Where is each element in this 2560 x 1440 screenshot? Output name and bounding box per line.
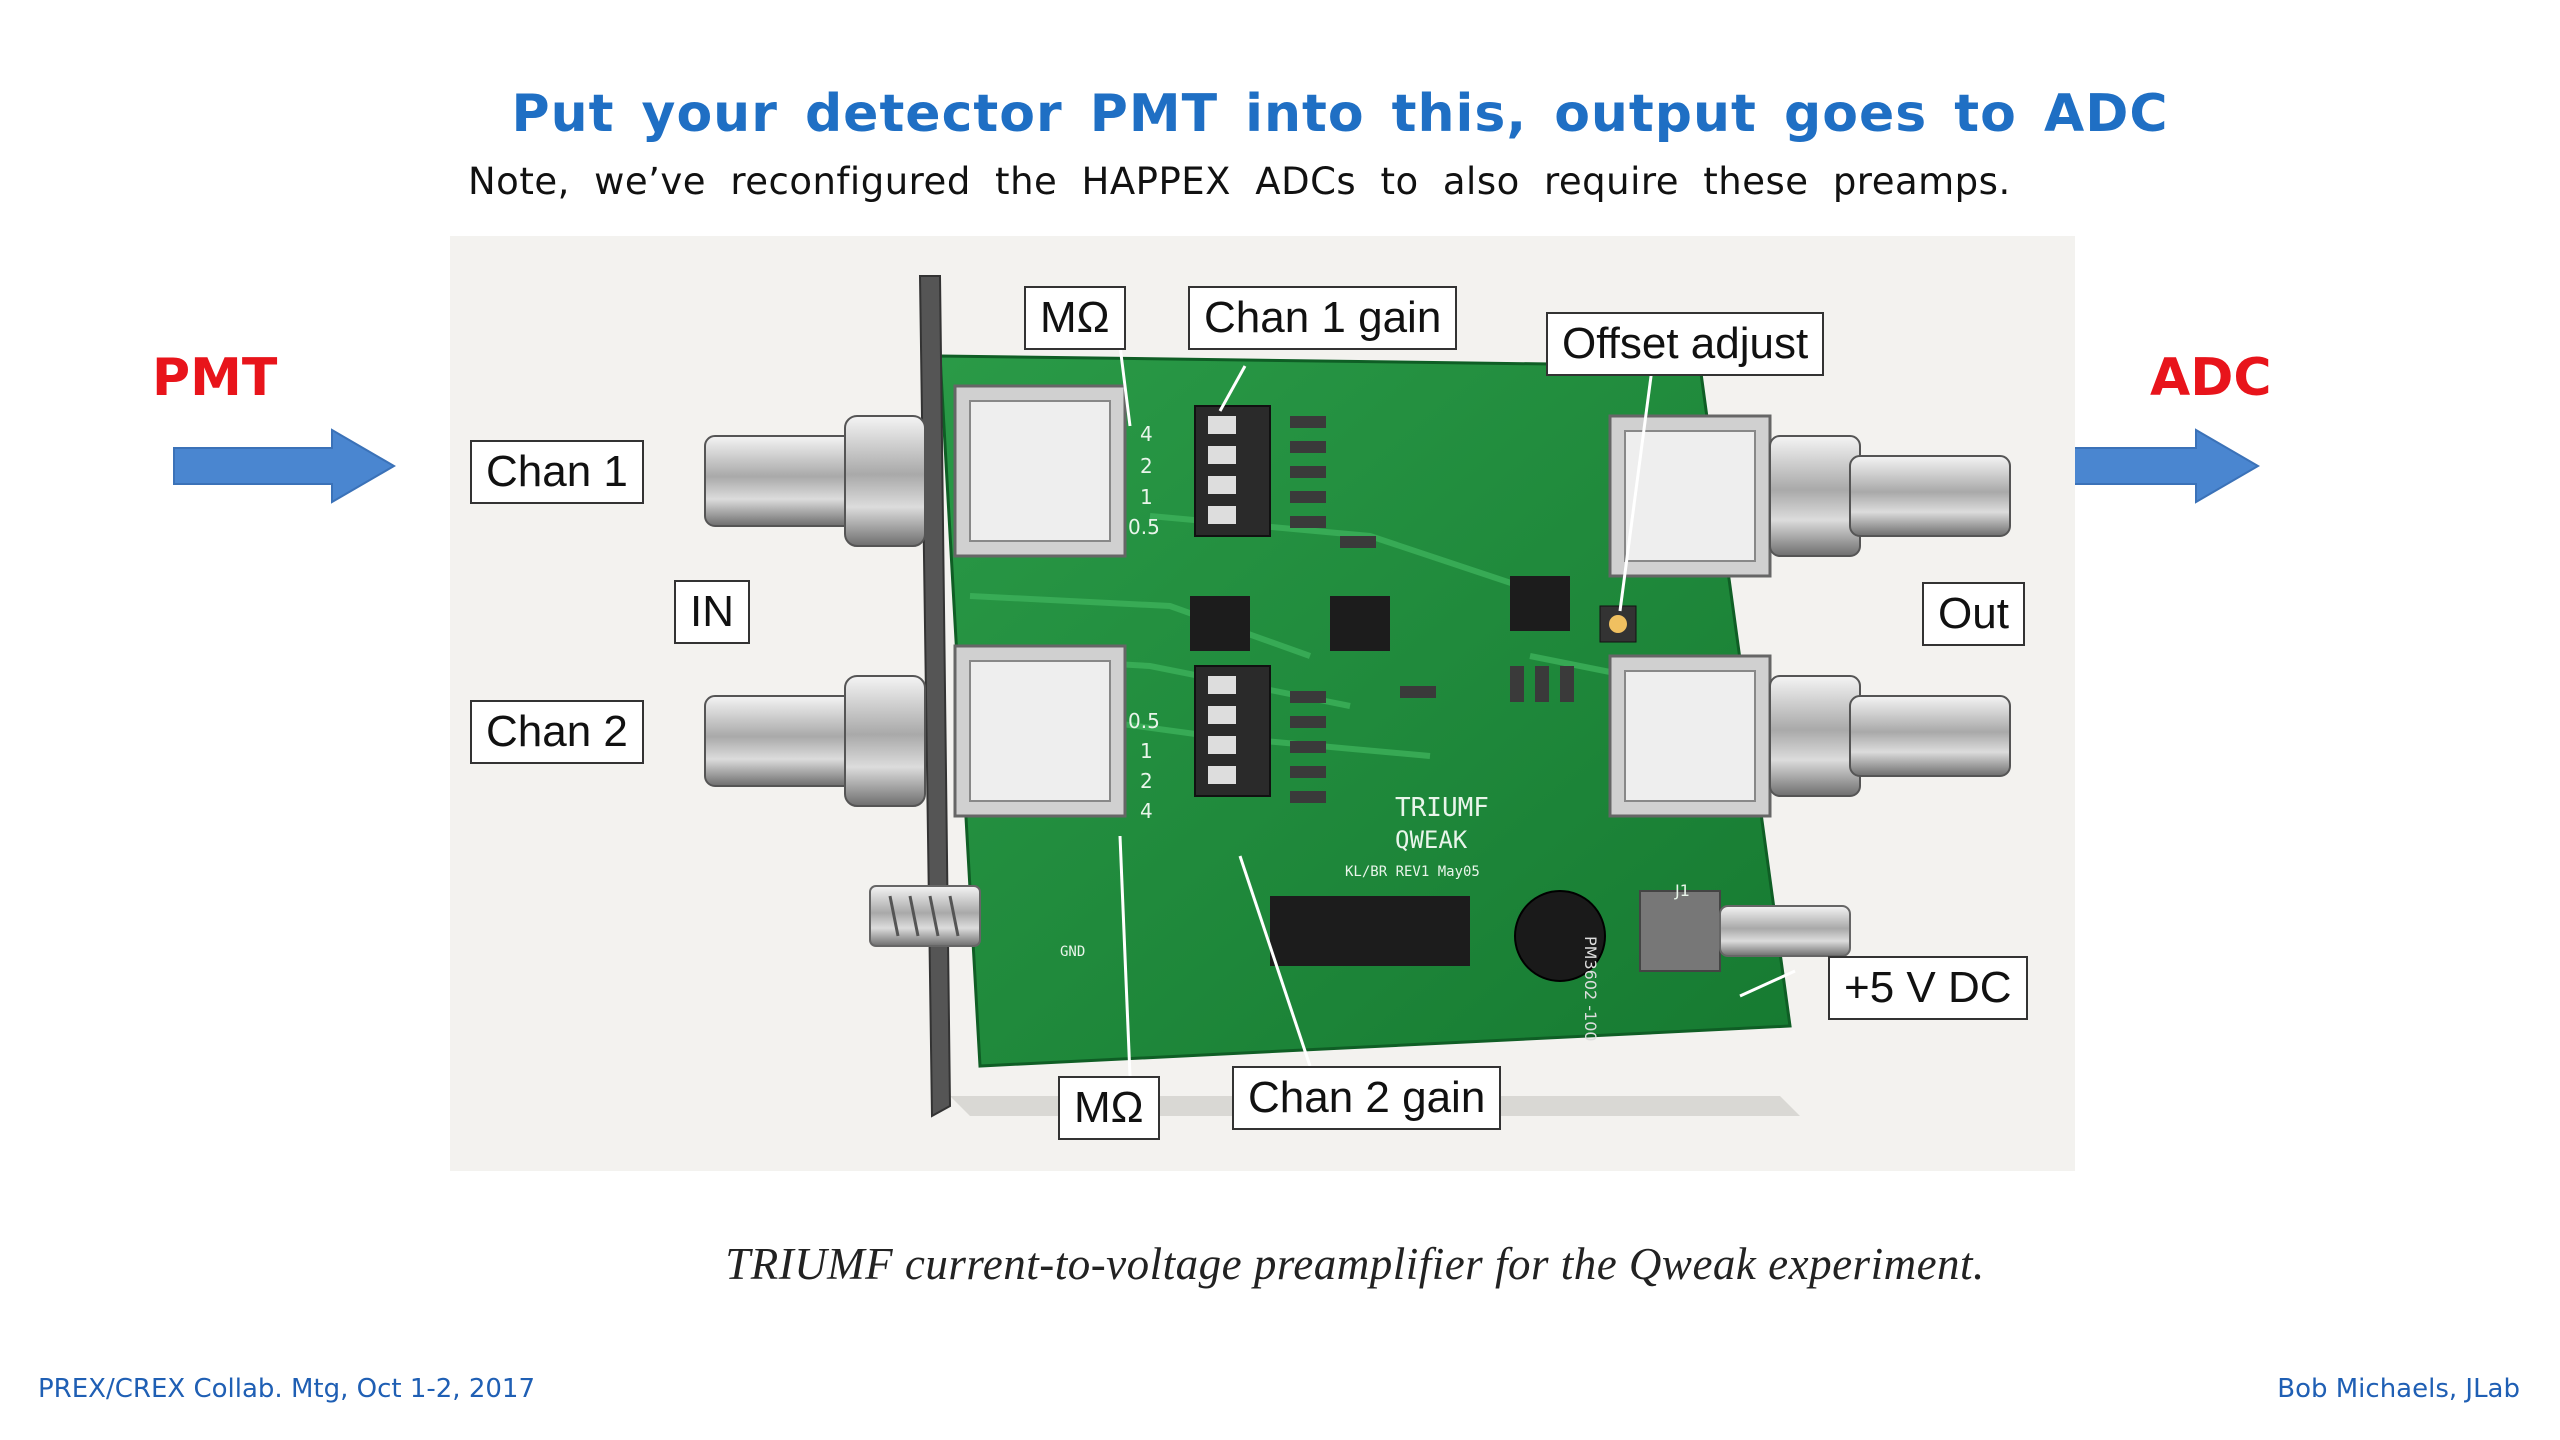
bnc-output-2 xyxy=(1608,654,2011,818)
callout-mohm-top: MΩ xyxy=(1024,286,1126,350)
connector-label: J1 xyxy=(1674,881,1690,900)
preamp-board-illustration: 4 2 1 0.5 0.5 1 2 4 PM3602 - xyxy=(704,275,2011,1118)
gain-top-4: 0.5 xyxy=(1128,515,1160,539)
callout-chan1-gain: Chan 1 gain xyxy=(1188,286,1458,350)
pcb-board xyxy=(938,354,1792,1068)
ic-u1 xyxy=(1330,596,1390,651)
bnc-input-1 xyxy=(704,384,1127,558)
gnd-label: GND xyxy=(1060,944,1085,960)
dip-switch-chan1 xyxy=(1194,405,1271,537)
gain-bottom-1: 0.5 xyxy=(1128,709,1160,733)
gain-top-1: 4 xyxy=(1140,422,1153,446)
board-brand: TRIUMF xyxy=(1395,793,1489,823)
slide-title: Put your detector PMT into this, output … xyxy=(511,84,2169,144)
callout-out: Out xyxy=(1922,582,2025,646)
inductor-label: PM3602 -100 xyxy=(1581,936,1600,1042)
gain-bottom-4: 4 xyxy=(1140,799,1153,823)
ground-screw xyxy=(869,885,981,947)
callout-mohm-bottom: MΩ xyxy=(1058,1076,1160,1140)
ic-u3 xyxy=(1190,596,1250,651)
dip-switch-chan2 xyxy=(1194,665,1271,797)
bnc-output-1 xyxy=(1608,414,2011,578)
gain-bottom-3: 2 xyxy=(1140,769,1153,793)
footer-author: Bob Michaels, JLab xyxy=(2277,1374,2520,1404)
callout-in: IN xyxy=(674,580,750,644)
ic-u6 xyxy=(1270,896,1470,966)
board-project: QWEAK xyxy=(1395,826,1468,854)
callout-chan2: Chan 2 xyxy=(470,700,644,764)
gain-bottom-2: 1 xyxy=(1140,739,1153,763)
slide-note: Note, we’ve reconfigured the HAPPEX ADCs… xyxy=(468,160,2011,203)
callout-power: +5 V DC xyxy=(1828,956,2028,1020)
ic-u2 xyxy=(1510,576,1570,631)
preamp-board-photo: 4 2 1 0.5 0.5 1 2 4 PM3602 - xyxy=(450,236,2075,1171)
bnc-input-2 xyxy=(704,644,1127,818)
adc-label: ADC xyxy=(2150,348,2272,408)
pmt-label: PMT xyxy=(152,348,278,408)
callout-chan2-gain: Chan 2 gain xyxy=(1232,1066,1502,1130)
callout-offset-adjust: Offset adjust xyxy=(1546,312,1825,376)
board-revision: KL/BR REV1 May05 xyxy=(1345,864,1480,880)
figure-caption: TRIUMF current-to-voltage preamplifier f… xyxy=(725,1239,1985,1289)
gain-top-2: 2 xyxy=(1140,454,1153,478)
inductor xyxy=(1514,890,1606,982)
pmt-arrow-icon xyxy=(173,428,396,504)
callout-chan1: Chan 1 xyxy=(470,440,644,504)
gain-top-3: 1 xyxy=(1140,485,1153,509)
power-connector xyxy=(1639,890,1721,972)
footer-meeting: PREX/CREX Collab. Mtg, Oct 1-2, 2017 xyxy=(38,1374,535,1404)
